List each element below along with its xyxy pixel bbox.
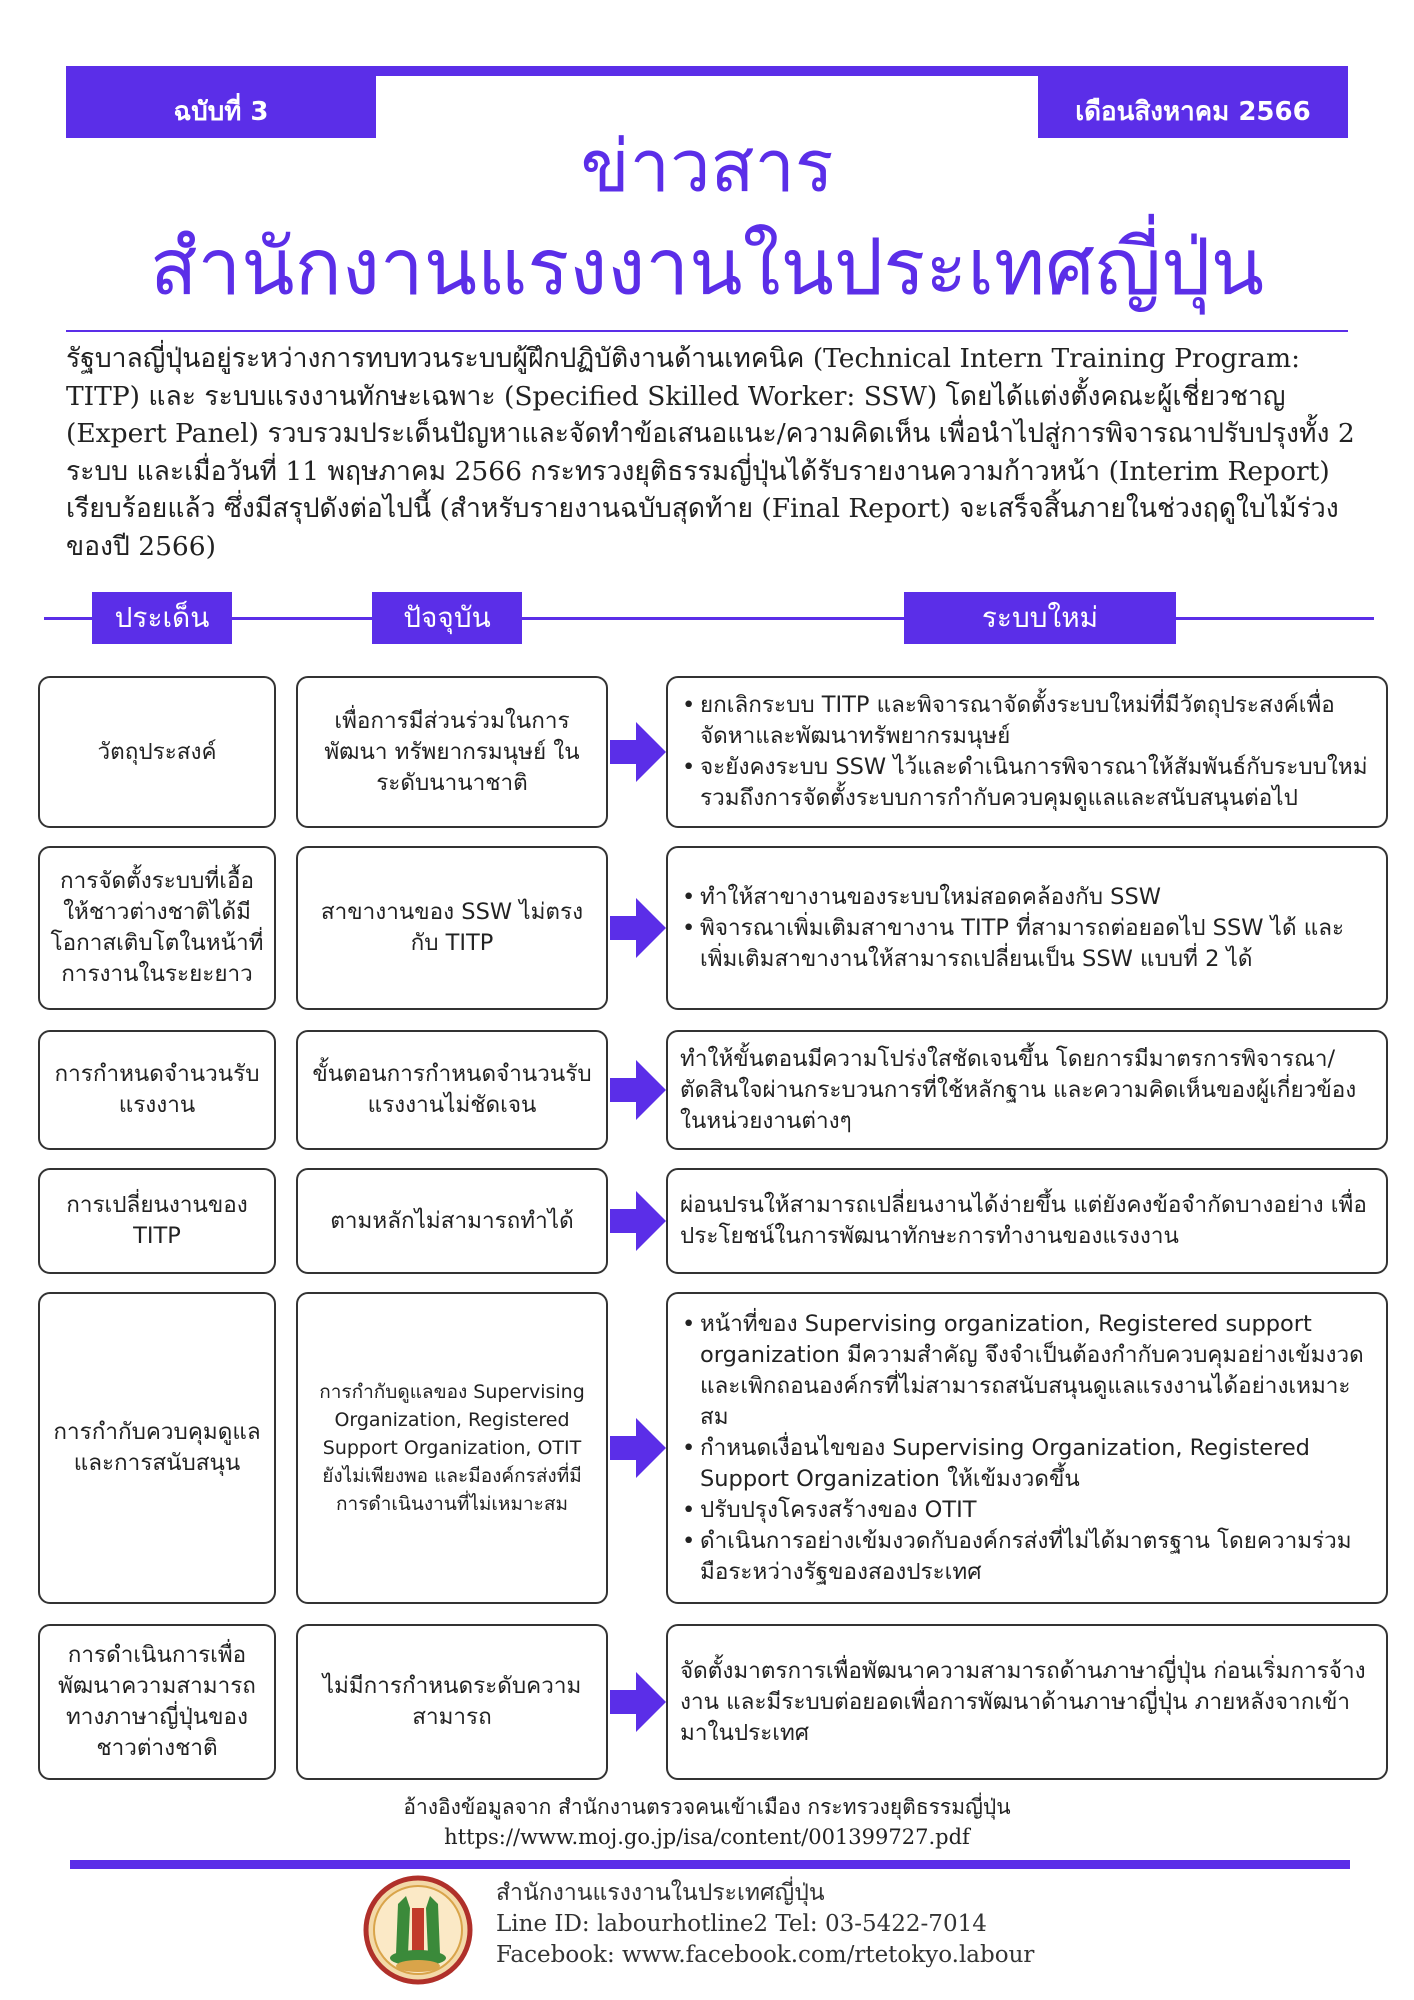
footer-bar xyxy=(70,1860,1350,1869)
footer-line: Line ID: labourhotline2 Tel: 03-5422-701… xyxy=(496,1911,987,1937)
current-cell: การกำกับดูแลของ Supervising Organization… xyxy=(296,1292,608,1604)
current-cell: ไม่มีการกำหนดระดับความสามารถ xyxy=(296,1624,608,1780)
new-system-cell: ผ่อนปรนให้สามารถเปลี่ยนงานได้ง่ายขึ้น แต… xyxy=(666,1168,1388,1274)
current-text: ตามหลักไม่สามารถทำได้ xyxy=(330,1207,574,1234)
new-system-list: ยกเลิกระบบ TITP และพิจารณาจัดตั้งระบบใหม… xyxy=(680,690,1374,814)
issue-badge: ฉบับที่ 3 xyxy=(66,84,376,138)
new-system-item: ยกเลิกระบบ TITP และพิจารณาจัดตั้งระบบใหม… xyxy=(682,690,1374,752)
new-system-text: จัดตั้งมาตรการเพื่อพัฒนาความสามารถด้านภา… xyxy=(680,1657,1366,1746)
page-subtitle: สำนักงานแรงงานในประเทศญี่ปุ่น xyxy=(149,223,1265,313)
reference-url[interactable]: https://www.moj.go.jp/isa/content/001399… xyxy=(444,1825,970,1849)
issue-text: การกำกับควบคุมดูแลและการสนับสนุน xyxy=(53,1419,261,1476)
new-system-cell: จัดตั้งมาตรการเพื่อพัฒนาความสามารถด้านภา… xyxy=(666,1624,1388,1780)
new-system-list: หน้าที่ของ Supervising organization, Reg… xyxy=(680,1309,1374,1588)
current-text: การกำกับดูแลของ Supervising Organization… xyxy=(319,1381,585,1515)
current-cell: สาขางานของ SSW ไม่ตรงกับ TITP xyxy=(296,846,608,1010)
new-system-cell: หน้าที่ของ Supervising organization, Reg… xyxy=(666,1292,1388,1604)
new-system-item: พิจารณาเพิ่มเติมสาขางาน TITP ที่สามารถต่… xyxy=(682,913,1374,975)
column-header-issue: ประเด็น xyxy=(92,592,232,644)
issue-cell: การดำเนินการเพื่อพัฒนาความสามารถทางภาษาญ… xyxy=(38,1624,276,1780)
right-arrow-icon xyxy=(610,1672,666,1736)
new-system-item: หน้าที่ของ Supervising organization, Reg… xyxy=(682,1309,1374,1433)
current-text: เพื่อการมีส่วนร่วมในการพัฒนา ทรัพยากรมนุ… xyxy=(324,707,580,796)
right-arrow-icon xyxy=(610,722,666,786)
issue-cell: การกำหนดจำนวนรับแรงงาน xyxy=(38,1030,276,1150)
current-cell: เพื่อการมีส่วนร่วมในการพัฒนา ทรัพยากรมนุ… xyxy=(296,676,608,828)
right-arrow-icon xyxy=(610,1418,666,1482)
new-system-text: ผ่อนปรนให้สามารถเปลี่ยนงานได้ง่ายขึ้น แต… xyxy=(680,1192,1367,1249)
issue-text: การเปลี่ยนงานของ TITP xyxy=(66,1192,248,1249)
right-arrow-icon xyxy=(610,1191,666,1255)
intro-paragraph: รัฐบาลญี่ปุ่นอยู่ระหว่างการทบทวนระบบผู้ฝ… xyxy=(66,343,1355,562)
new-system-cell: ยกเลิกระบบ TITP และพิจารณาจัดตั้งระบบใหม… xyxy=(666,676,1388,828)
current-cell: ขั้นตอนการกำหนดจำนวนรับแรงงานไม่ชัดเจน xyxy=(296,1030,608,1150)
current-text: สาขางานของ SSW ไม่ตรงกับ TITP xyxy=(320,899,584,956)
current-text: ขั้นตอนการกำหนดจำนวนรับแรงงานไม่ชัดเจน xyxy=(312,1061,592,1118)
current-cell: ตามหลักไม่สามารถทำได้ xyxy=(296,1168,608,1274)
reference-source: อ้างอิงข้อมูลจาก สำนักงานตรวจคนเข้าเมือง… xyxy=(403,1795,1011,1819)
header-white-panel xyxy=(376,76,1038,138)
reference: อ้างอิงข้อมูลจาก สำนักงานตรวจคนเข้าเมือง… xyxy=(0,1792,1414,1852)
new-system-list: ทำให้สาขางานของระบบใหม่สอดคล้องกับ SSWพิ… xyxy=(680,882,1374,975)
issue-text: การจัดตั้งระบบที่เอื้อให้ชาวต่างชาติได้ม… xyxy=(50,868,264,987)
new-system-cell: ทำให้ขั้นตอนมีความโปร่งใสชัดเจนขึ้น โดยก… xyxy=(666,1030,1388,1150)
month-badge: เดือนสิงหาคม 2566 xyxy=(1038,84,1348,138)
issue-text: วัตถุประสงค์ xyxy=(97,738,217,765)
new-system-cell: ทำให้สาขางานของระบบใหม่สอดคล้องกับ SSWพิ… xyxy=(666,846,1388,1010)
page-title: ข่าวสาร xyxy=(580,124,834,208)
right-arrow-icon xyxy=(610,1060,666,1124)
column-header-line xyxy=(44,617,1374,620)
issue-text: การดำเนินการเพื่อพัฒนาความสามารถทางภาษาญ… xyxy=(58,1642,256,1761)
new-system-text: ทำให้ขั้นตอนมีความโปร่งใสชัดเจนขึ้น โดยก… xyxy=(680,1045,1357,1134)
new-system-item: ทำให้สาขางานของระบบใหม่สอดคล้องกับ SSW xyxy=(682,882,1374,913)
footer-facebook[interactable]: Facebook: www.facebook.com/rtetokyo.labo… xyxy=(496,1942,1035,1968)
new-system-item: ดำเนินการอย่างเข้มงวดกับองค์กรส่งที่ไม่ไ… xyxy=(682,1526,1374,1588)
new-system-item: จะยังคงระบบ SSW ไว้และดำเนินการพิจารณาให… xyxy=(682,752,1374,814)
ministry-logo xyxy=(362,1874,474,1992)
issue-cell: การเปลี่ยนงานของ TITP xyxy=(38,1168,276,1274)
column-header-new: ระบบใหม่ xyxy=(904,592,1176,644)
issue-cell: การกำกับควบคุมดูแลและการสนับสนุน xyxy=(38,1292,276,1604)
current-text: ไม่มีการกำหนดระดับความสามารถ xyxy=(322,1673,582,1730)
issue-text: การกำหนดจำนวนรับแรงงาน xyxy=(54,1061,260,1118)
new-system-item: ปรับปรุงโครงสร้างของ OTIT xyxy=(682,1495,1374,1526)
right-arrow-icon xyxy=(610,898,666,962)
footer-org: สำนักงานแรงงานในประเทศญี่ปุ่น xyxy=(496,1880,825,1906)
divider xyxy=(66,330,1348,332)
issue-cell: วัตถุประสงค์ xyxy=(38,676,276,828)
issue-cell: การจัดตั้งระบบที่เอื้อให้ชาวต่างชาติได้ม… xyxy=(38,846,276,1010)
footer-contact: สำนักงานแรงงานในประเทศญี่ปุ่น Line ID: l… xyxy=(496,1878,1034,1971)
column-header-current: ปัจจุบัน xyxy=(372,592,522,644)
new-system-item: กำหนดเงื่อนไขของ Supervising Organizatio… xyxy=(682,1433,1374,1495)
